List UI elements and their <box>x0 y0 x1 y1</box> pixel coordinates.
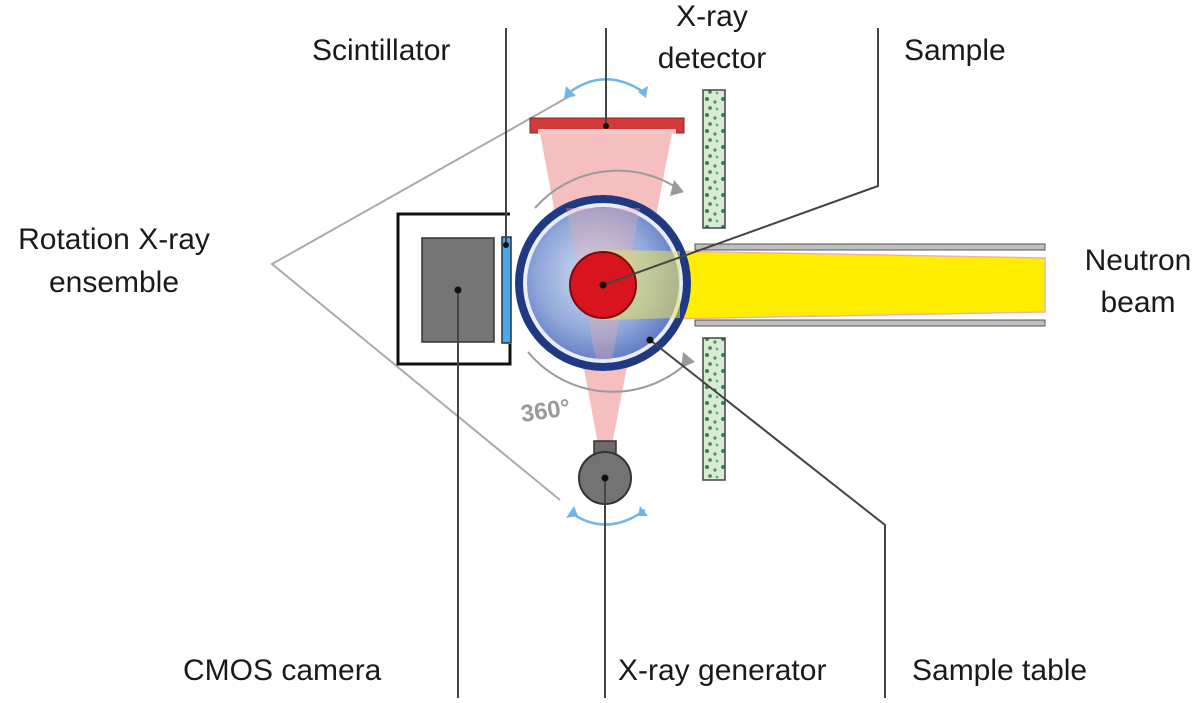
leader-dot-scintillator <box>503 242 509 248</box>
xray-detector-face <box>538 129 676 134</box>
rotation-arrow-bottom-head-left <box>566 506 578 518</box>
neutron-beam-guide-top <box>694 243 1046 251</box>
leader-dot-sample-table <box>646 336 654 344</box>
rotation-arrow-top <box>569 78 646 95</box>
scintillator <box>501 236 512 344</box>
rotation-angle-label: 360° <box>519 394 572 428</box>
leader-dot-sample <box>599 281 607 289</box>
label-rotation-line1: Rotation X-ray <box>18 223 210 256</box>
rotation-arrow-top-head-right <box>638 86 648 98</box>
neutron-beam-guide-bottom <box>694 319 1046 327</box>
rotation-arrow-bottom-head-right <box>638 506 648 516</box>
camera-housing <box>396 212 512 366</box>
rotation-arrow-top-head-left <box>564 86 576 98</box>
leader-sample <box>602 28 879 286</box>
label-xray-generator: X-ray generator <box>618 654 826 687</box>
label-neutron-line1: Neutron <box>1085 244 1192 277</box>
rotation-arrow-bottom <box>569 508 646 526</box>
leader-dot-xray-generator <box>601 474 609 482</box>
label-xray-detector-line2: detector <box>658 42 766 75</box>
rotation-arc-bottom-arrowhead <box>681 352 695 368</box>
label-rotation-line2: ensemble <box>49 266 179 299</box>
rotation-ensemble-bracket <box>270 95 571 501</box>
leader-dot-xray-detector <box>603 123 609 129</box>
rotation-arc-bottom <box>527 351 691 393</box>
label-sample-table: Sample table <box>912 654 1087 687</box>
rotation-arc-top-arrowhead <box>670 180 684 196</box>
label-neutron-line2: beam <box>1100 286 1175 319</box>
rotation-arc-top <box>534 169 681 209</box>
leader-dot-cmos-camera <box>454 286 462 294</box>
leader-sample-table <box>649 339 886 698</box>
label-cmos-camera: CMOS camera <box>183 654 382 687</box>
label-scintillator: Scintillator <box>312 34 450 67</box>
shield-block-upper <box>702 89 726 229</box>
label-xray-detector-line1: X-ray <box>676 0 748 33</box>
shield-block-lower <box>702 337 726 481</box>
label-sample: Sample <box>904 34 1006 67</box>
